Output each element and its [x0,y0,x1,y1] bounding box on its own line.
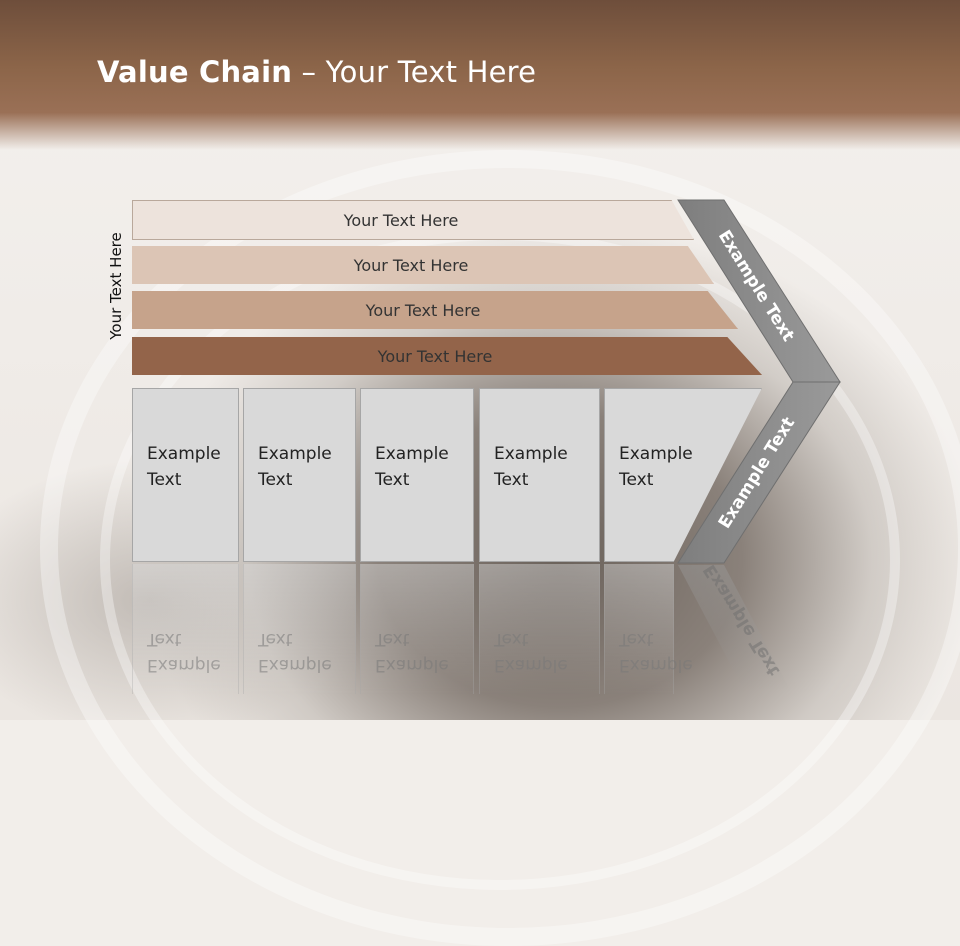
slide-title: Value Chain – Your Text Here [97,55,536,89]
column-line-2: Text [375,470,410,490]
column-line-1: Example [258,444,332,464]
column-line-2: Text [258,470,293,490]
reflection: Example Text [360,564,474,694]
reflection-text: Example [375,655,449,675]
primary-activity-4: Example Text [479,388,600,562]
reflection-text: Text [375,629,410,649]
column-line-1: Example [619,444,693,464]
reflection: Example Text [132,564,239,694]
column-line-1: Example [375,444,449,464]
title-bold: Value Chain [97,55,293,89]
column-line-1: Example [494,444,568,464]
reflection-text: Text [619,629,654,649]
reflection: Example Text [243,564,356,694]
band-label: Your Text Here [377,346,493,366]
primary-activity-3: Example Text [360,388,474,562]
band-label: Your Text Here [343,210,459,230]
reflection-text: Example [147,655,221,675]
vertical-label: Your Text Here [107,232,125,340]
support-band-2: Your Text Here [132,246,714,284]
reflection-text: Text [494,629,529,649]
reflection-text: Example [258,655,332,675]
band-label: Your Text Here [365,300,481,320]
support-band-1: Your Text Here [132,200,694,240]
reflection-text: Example [619,655,693,675]
column-line-1: Example [147,444,221,464]
primary-activity-1: Example Text [132,388,239,562]
reflection-text: Text [258,629,293,649]
title-rest: – Your Text Here [292,55,537,89]
support-band-3: Your Text Here [132,291,738,329]
reflection-text: Text [147,629,182,649]
primary-activity-2: Example Text [243,388,356,562]
reflection: Example Text [604,564,693,694]
support-band-4: Your Text Here [132,337,762,375]
column-line-2: Text [619,470,654,490]
band-label: Your Text Here [353,255,469,275]
column-line-2: Text [494,470,529,490]
column-line-2: Text [147,470,182,490]
header-bar [0,0,960,150]
reflection-text: Example [494,655,568,675]
reflection: Example Text [479,564,600,694]
